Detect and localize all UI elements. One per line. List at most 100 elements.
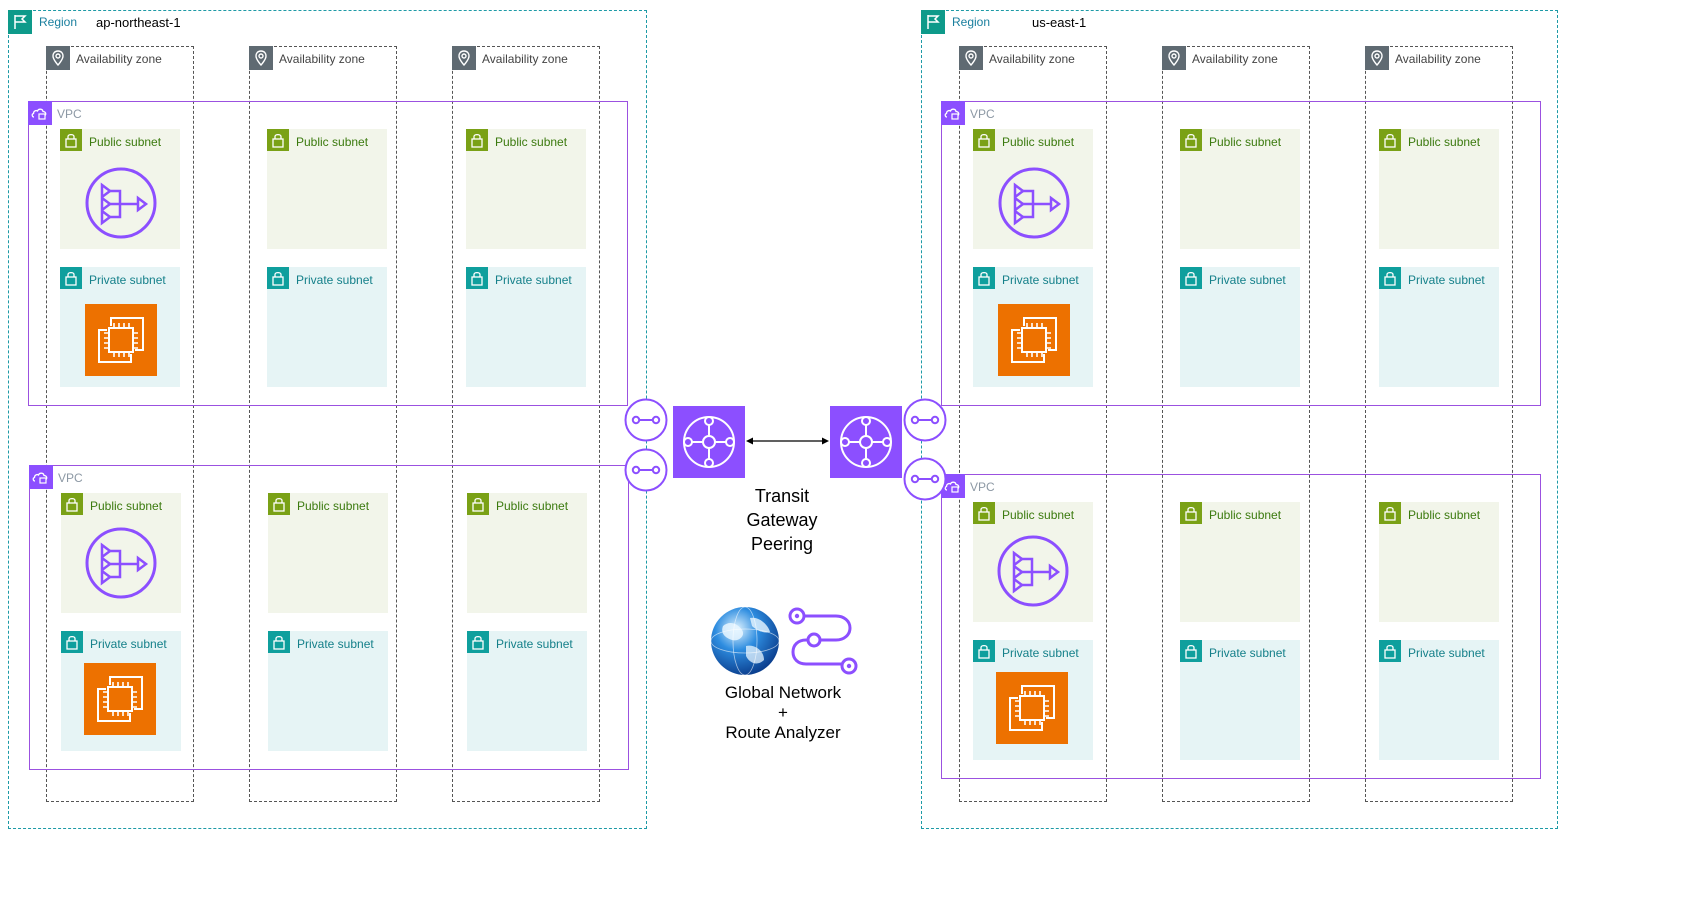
availability-zone-label: Availability zone [76,52,162,66]
private-subnet-label: Private subnet [1209,273,1286,287]
private-subnet-label: Private subnet [1408,646,1485,660]
private-subnet-label: Private subnet [296,273,373,287]
nat-gateway-icon [84,166,158,240]
transit-gateway-icon [673,406,745,478]
region-label: Region [39,15,78,29]
public-subnet-label: Public subnet [89,135,162,149]
location-pin-icon [1365,46,1389,70]
public-subnet-label: Public subnet [1002,135,1075,149]
vpc [941,101,1541,406]
vpc-cloud-icon [28,101,52,125]
public-subnet-label: Public subnet [296,135,369,149]
globe-icon [706,602,784,680]
padlock-icon [467,493,489,515]
private-subnet-label: Private subnet [495,273,572,287]
private-subnet-label: Private subnet [1408,273,1485,287]
vpc-label: VPC [57,107,82,121]
padlock-icon [1379,502,1401,524]
availability-zone-label: Availability zone [279,52,365,66]
tgw-attachment-icon [903,398,947,442]
padlock-icon [1180,640,1202,662]
padlock-icon [268,631,290,653]
nat-gateway-icon [997,166,1071,240]
location-pin-icon [249,46,273,70]
location-pin-icon [452,46,476,70]
caption-line: Peering [750,534,814,554]
public-subnet-label: Public subnet [90,499,163,513]
nat-gateway-icon [84,526,158,600]
private-subnet-label: Private subnet [1002,646,1079,660]
padlock-icon [1180,502,1202,524]
private-subnet-label: Private subnet [297,637,374,651]
padlock-icon [466,267,488,289]
padlock-icon [1379,267,1401,289]
padlock-icon [467,631,489,653]
route-analyzer-icon [784,604,862,680]
vpc-cloud-icon [29,465,53,489]
padlock-icon [1379,129,1401,151]
private-subnet-label: Private subnet [89,273,166,287]
availability-zone [959,46,1107,802]
padlock-icon [1180,267,1202,289]
public-subnet-label: Public subnet [1002,508,1075,522]
private-subnet-label: Private subnet [1002,273,1079,287]
vpc [941,474,1541,779]
padlock-icon [60,267,82,289]
region-flag-icon [8,10,32,34]
padlock-icon [1180,129,1202,151]
location-pin-icon [959,46,983,70]
availability-zone [249,46,397,802]
public-subnet-label: Public subnet [495,135,568,149]
global-network-label: Global Network + Route Analyzer [698,683,868,743]
transit-gateway-peering-label: Transit Gateway Peering [712,484,852,556]
padlock-icon [61,631,83,653]
caption-line: Transit [754,486,810,506]
ec2-instance-icon [84,663,156,735]
availability-zone-label: Availability zone [989,52,1075,66]
padlock-icon [466,129,488,151]
private-subnet-label: Private subnet [1209,646,1286,660]
padlock-icon [61,493,83,515]
ec2-instance-icon [998,304,1070,376]
public-subnet-label: Public subnet [297,499,370,513]
nat-gateway-icon [996,534,1070,608]
availability-zone-label: Availability zone [482,52,568,66]
caption-line: + [778,703,788,722]
caption-line: Global Network [724,683,842,702]
padlock-icon [973,640,995,662]
public-subnet-label: Public subnet [496,499,569,513]
tgw-attachment-icon [624,398,668,442]
vpc-label: VPC [970,480,995,494]
availability-zone [452,46,600,802]
availability-zone [1162,46,1310,802]
availability-zone [46,46,194,802]
padlock-icon [973,129,995,151]
public-subnet-label: Public subnet [1209,135,1282,149]
padlock-icon [268,493,290,515]
tgw-attachment-icon [624,448,668,492]
vpc-label: VPC [58,471,83,485]
caption-line: Route Analyzer [725,723,841,742]
vpc [29,465,629,770]
region-flag-icon [921,10,945,34]
public-subnet-label: Public subnet [1408,135,1481,149]
public-subnet-label: Public subnet [1209,508,1282,522]
transit-gateway-icon [830,406,902,478]
region-label: Region [952,15,991,29]
region-name: us-east-1 [1032,15,1087,30]
padlock-icon [1379,640,1401,662]
availability-zone-label: Availability zone [1395,52,1481,66]
vpc [28,101,628,406]
padlock-icon [267,129,289,151]
padlock-icon [267,267,289,289]
padlock-icon [60,129,82,151]
public-subnet-label: Public subnet [1408,508,1481,522]
availability-zone [1365,46,1513,802]
location-pin-icon [1162,46,1186,70]
private-subnet-label: Private subnet [496,637,573,651]
padlock-icon [973,502,995,524]
peering-arrow [745,434,830,448]
private-subnet-label: Private subnet [90,637,167,651]
vpc-label: VPC [970,107,995,121]
availability-zone-label: Availability zone [1192,52,1278,66]
